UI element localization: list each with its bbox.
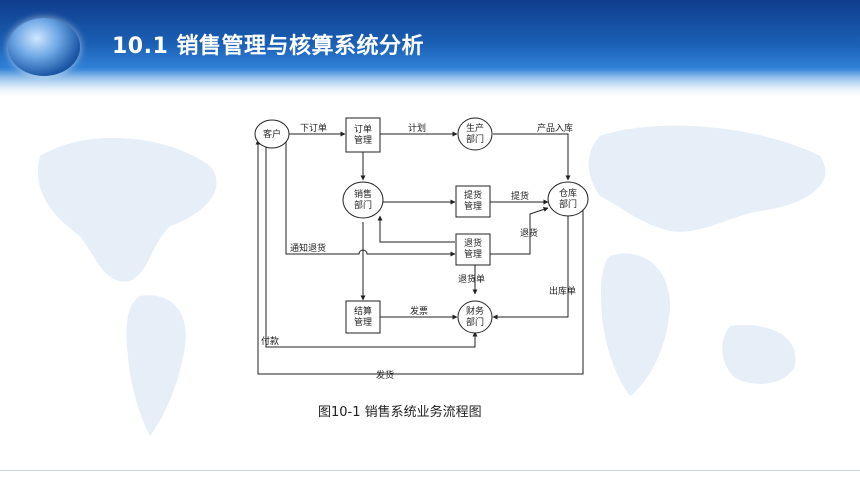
edge-label-notify-return: 通知退货	[290, 242, 326, 254]
label-sales-1: 销售	[354, 188, 372, 200]
label-order-mgmt-2: 管理	[354, 134, 372, 146]
edge-label-pickup: 提货	[511, 190, 529, 202]
edge-label-place-order: 下订单	[300, 122, 327, 134]
label-production-1: 生产	[466, 122, 484, 134]
label-sales-2: 部门	[354, 199, 372, 211]
edge-label-payment: 付款	[261, 335, 279, 347]
edge-notify-return	[285, 140, 456, 257]
edge-return-to-sales	[377, 215, 455, 243]
label-customer: 客户	[263, 128, 281, 140]
slide-title: 10.1 销售管理与核算系统分析	[112, 34, 424, 59]
label-return-mgmt-2: 管理	[464, 248, 482, 260]
node-customer	[254, 119, 290, 149]
edge-delivery	[255, 139, 584, 375]
sales-flow-diagram: 客户 订单 管理 生产 部门 销售 部门 提货 管理 仓库 部门 退货 管理 结…	[254, 117, 589, 381]
edge-label-plan: 计划	[408, 122, 426, 134]
label-settlement-1: 结算	[354, 305, 372, 317]
label-warehouse-2: 部门	[559, 198, 577, 210]
label-return-mgmt-1: 退货	[464, 237, 482, 249]
edge-label-delivery: 发货	[376, 369, 394, 381]
node-order-mgmt	[345, 117, 381, 153]
node-finance	[457, 300, 493, 334]
edge-product-in	[493, 133, 571, 181]
world-map-background	[38, 125, 826, 436]
figure-caption: 图10-1 销售系统业务流程图	[318, 405, 482, 420]
label-finance-1: 财务	[466, 305, 484, 317]
node-warehouse	[547, 181, 589, 217]
node-sales	[342, 181, 384, 219]
label-pickup-mgmt-2: 管理	[464, 200, 482, 212]
node-settlement	[345, 300, 381, 334]
edge-label-outbound-slip: 出库单	[549, 285, 576, 297]
label-finance-2: 部门	[466, 316, 484, 328]
edge-return-goods	[490, 207, 549, 255]
label-settlement-2: 管理	[354, 316, 372, 328]
label-order-mgmt-1: 订单	[354, 123, 372, 135]
edge-outbound-slip	[492, 214, 569, 320]
edge-label-invoice: 发票	[410, 305, 428, 317]
label-production-2: 部门	[466, 133, 484, 145]
node-production	[457, 117, 493, 151]
node-pickup-mgmt	[455, 185, 491, 218]
edge-label-product-in: 产品入库	[537, 122, 573, 134]
edge-payment	[265, 140, 478, 348]
node-return-mgmt	[455, 233, 491, 266]
label-warehouse-1: 仓库	[559, 187, 577, 199]
title-bar-glow	[0, 70, 860, 100]
edge-label-return-goods: 退货	[520, 227, 538, 239]
bottom-divider	[0, 470, 860, 471]
label-pickup-mgmt-1: 提货	[464, 189, 482, 201]
globe-icon	[8, 18, 80, 76]
edge-label-return-slip: 退货单	[458, 273, 485, 285]
